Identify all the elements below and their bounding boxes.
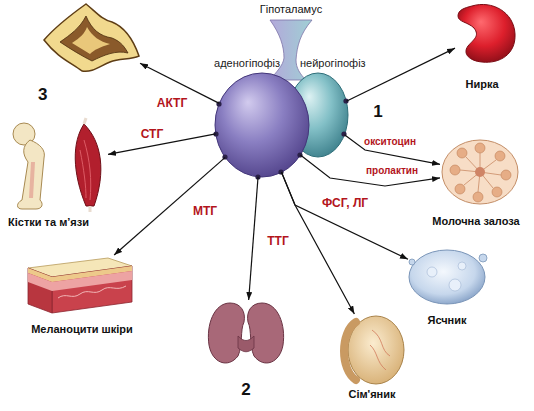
organ-figure: Нирка [455,2,517,64]
organ-figure: Меланоцити шкіри [28,255,132,315]
mammary-lobules [450,143,511,202]
adrenal-gland [44,4,139,71]
organ-label: Нирка [465,78,498,91]
epididymis [344,322,356,380]
hormone-label: окситоцин [363,136,417,147]
hormone-arrow [344,135,440,165]
thyroid-isthmus [238,336,254,352]
hormone-label: ФСГ, ЛГ [321,197,369,210]
testis [344,316,404,384]
organ-figure: Кістки та м’язи [8,118,108,210]
lobule [450,165,460,175]
structure-label: Гіпоталамус [260,3,322,16]
kidney [458,4,515,62]
organ-label: Кістки та м’язи [8,216,89,229]
gland-lobe: нейрогіпофіз [288,73,348,157]
callout-number: 3 [38,85,47,105]
hormone-arrow [346,48,455,101]
pituitary-stalk [270,20,312,80]
organ-figure: Ясчник [408,250,486,306]
mammary-ducts [460,153,501,192]
gland-dot [278,169,283,174]
adenohypophysis-lobe [215,73,309,177]
organ-figure: Сім'яник [340,314,408,386]
follicle [449,279,461,291]
hormone-arrow [249,177,258,300]
bone-marrow [29,162,35,198]
thyroid-gland [208,303,283,363]
lobe-label: нейрогіпофіз [300,57,366,70]
organ-figure: Молочна залоза [440,138,520,206]
mammary-outline [442,140,518,204]
thyroid-right-lobe [248,303,284,363]
bone-and-muscle [13,118,101,212]
hormone-arrow [282,172,355,314]
hormone-label: АКТГ [156,97,188,110]
adrenal-outline [44,4,139,71]
dermis-waves [58,286,126,298]
callout-number: 1 [373,102,382,122]
lobe-label: аденогіпофіз [214,57,280,70]
lobule [492,187,502,197]
hormone-arrow [300,155,440,186]
ovary-shape [409,250,485,304]
hormone-label: пролактин [365,165,419,176]
lobule [501,170,511,180]
lobule [457,148,467,158]
lobule [475,143,485,153]
organ-label: Молочна залоза [432,215,519,228]
organ-label: Меланоцити шкіри [31,323,133,336]
ovary-tip [479,254,487,262]
gland-lobe: аденогіпофіз [215,73,309,177]
femur-shaft [18,140,45,209]
testis-vessels [370,330,390,370]
callout-number: 2 [241,380,250,400]
hormone-label: МТГ [192,205,218,218]
mammary-gland [442,140,518,204]
nipple [475,167,485,177]
ovary [409,250,487,304]
follicle [458,262,466,270]
follicle [427,267,437,277]
muscle-fibres [80,140,91,200]
hormone-arrow [114,157,225,255]
thyroid-left-lobe [208,303,244,363]
hormone-label: СТГ [140,128,165,141]
gland-dots [213,98,348,179]
organ-label: Ясчник [427,314,466,327]
adrenal-core [72,27,110,54]
gland-dot [297,152,302,157]
organ-figure: 2 [205,300,287,370]
lobule [473,192,483,202]
adrenal-medulla [60,16,128,61]
ovary-tip [409,259,415,265]
organ-label: Сім'яник [348,388,395,401]
kidney-shape [458,4,515,62]
skin-block [28,258,132,313]
pituitary-gland [213,20,348,180]
hormone-label: ТТГ [266,235,289,248]
muscle-belly [75,124,101,206]
organ-figure: 3 [40,2,140,74]
lobule [455,184,465,194]
lobule [495,151,505,161]
